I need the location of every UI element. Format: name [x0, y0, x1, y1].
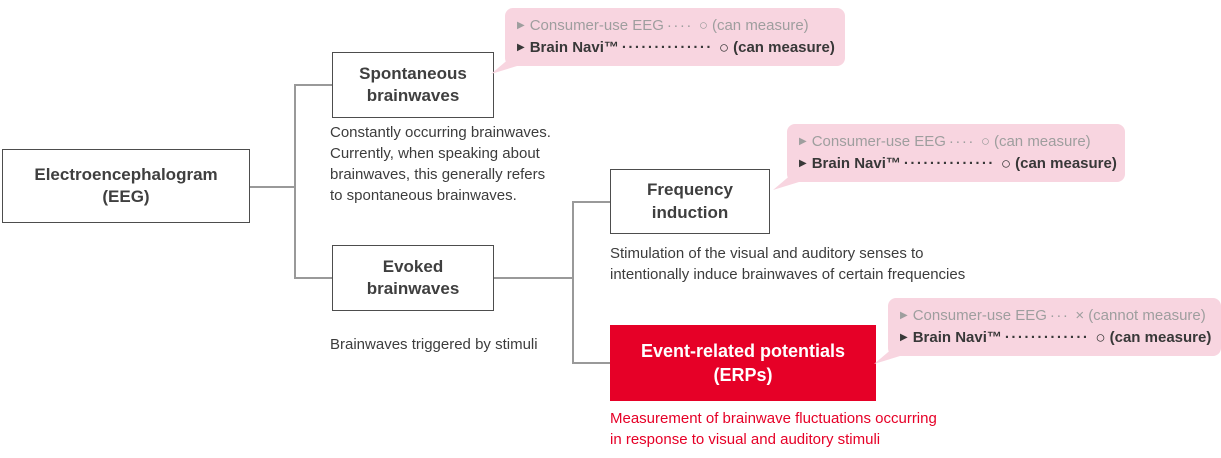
consumer-eeg-label: Consumer-use EEG	[811, 133, 946, 150]
measure-note: (can measure)	[1109, 329, 1212, 346]
node-evoked-label-line2: brainwaves	[366, 279, 460, 298]
dot-leader: ·············	[1004, 329, 1090, 346]
node-eeg-label-line1: Electroencephalogram	[34, 164, 218, 184]
node-frequency-label-line2: induction	[651, 202, 729, 222]
callout-spontaneous: ▶ Consumer-use EEG ···· ○ (can measure) …	[491, 8, 845, 74]
consumer-eeg-row: ▶ Consumer-use EEG ···· ○ (can measure)	[799, 131, 1113, 153]
connector-line	[294, 84, 332, 86]
erp-description: Measurement of brainwave fluctuations oc…	[610, 410, 937, 448]
node-evoked-label-line1: Evoked	[382, 256, 444, 276]
node-frequency-induction: Frequency induction	[610, 169, 770, 234]
connector-line	[294, 84, 296, 279]
consumer-eeg-row: ▶ Consumer-use EEG ··· × (cannot measure…	[900, 305, 1209, 327]
measure-note: (cannot measure)	[1088, 307, 1206, 324]
brain-navi-row: ▶ Brain Navi™ ·············· ○ (can meas…	[517, 37, 835, 59]
consumer-eeg-label: Consumer-use EEG	[912, 307, 1047, 324]
callout-tail-icon	[491, 52, 517, 74]
measure-note: (can measure)	[711, 17, 809, 34]
node-erp-label-line1: Event-related potentials	[640, 340, 846, 361]
brain-navi-row: ▶ Brain Navi™ ·············· ○ (can meas…	[799, 153, 1117, 175]
node-spontaneous-label-line1: Spontaneous	[359, 63, 467, 83]
arrow-icon: ▶	[799, 136, 807, 147]
connector-line	[250, 186, 296, 188]
callout-tail-icon	[773, 168, 799, 190]
brain-navi-label: Brain Navi™	[529, 39, 619, 56]
consumer-eeg-label: Consumer-use EEG	[529, 17, 664, 34]
measure-note: (can measure)	[733, 39, 835, 56]
callout-frequency: ▶ Consumer-use EEG ···· ○ (can measure) …	[773, 124, 1125, 190]
can-measure-mark: ○	[1095, 328, 1106, 347]
dot-leader: ····	[948, 133, 975, 150]
callout-tail-icon	[874, 342, 900, 364]
can-measure-mark: ○	[980, 133, 990, 150]
dot-leader: ···	[1049, 307, 1070, 324]
node-eeg: Electroencephalogram (EEG)	[2, 149, 250, 223]
node-eeg-label-line2: (EEG)	[102, 187, 150, 206]
node-spontaneous-brainwaves: Spontaneous brainwaves	[332, 52, 494, 118]
connector-line	[572, 201, 610, 203]
can-measure-mark: ○	[698, 17, 708, 34]
connector-line	[572, 362, 610, 364]
evoked-description: Brainwaves triggered by stimuli	[330, 336, 538, 353]
measure-note: (can measure)	[1015, 155, 1117, 172]
brain-navi-label: Brain Navi™	[912, 329, 1002, 346]
callout-erp: ▶ Consumer-use EEG ··· × (cannot measure…	[874, 298, 1221, 364]
brain-navi-label: Brain Navi™	[811, 155, 901, 172]
connector-line	[294, 277, 332, 279]
connector-line	[572, 201, 574, 364]
node-event-related-potentials: Event-related potentials (ERPs)	[610, 325, 876, 401]
cannot-measure-mark: ×	[1075, 307, 1085, 324]
connector-line	[494, 277, 574, 279]
dot-leader: ··············	[621, 39, 713, 56]
node-evoked-brainwaves: Evoked brainwaves	[332, 245, 494, 311]
can-measure-mark: ○	[718, 38, 730, 57]
brain-navi-row: ▶ Brain Navi™ ············· ○ (can measu…	[900, 327, 1212, 349]
node-erp-label-line2: (ERPs)	[713, 365, 773, 385]
arrow-icon: ▶	[799, 158, 807, 169]
can-measure-mark: ○	[1000, 154, 1012, 173]
spontaneous-description: Constantly occurring brainwaves. Current…	[330, 124, 551, 204]
frequency-description: Stimulation of the visual and auditory s…	[610, 245, 966, 283]
dot-leader: ····	[666, 17, 693, 34]
arrow-icon: ▶	[517, 42, 525, 53]
arrow-icon: ▶	[517, 20, 525, 31]
dot-leader: ··············	[903, 155, 995, 172]
node-frequency-label-line1: Frequency	[647, 180, 733, 200]
arrow-icon: ▶	[900, 332, 908, 343]
measure-note: (can measure)	[993, 133, 1091, 150]
consumer-eeg-row: ▶ Consumer-use EEG ···· ○ (can measure)	[517, 15, 833, 37]
node-spontaneous-label-line2: brainwaves	[366, 86, 460, 105]
arrow-icon: ▶	[900, 310, 908, 321]
